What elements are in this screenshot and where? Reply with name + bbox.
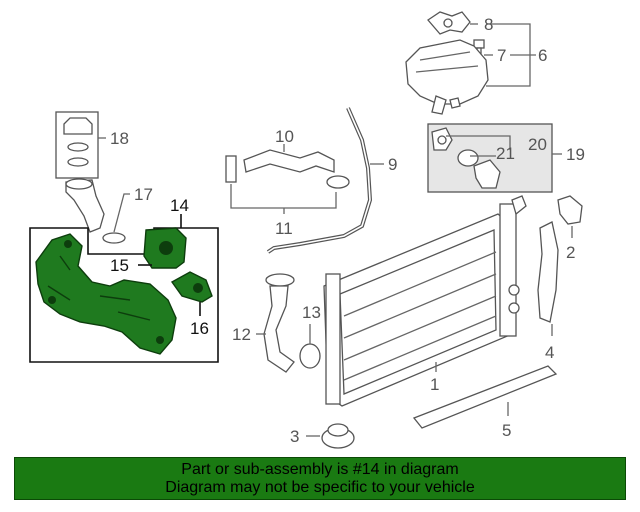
part-17-filler-neck[interactable]: [65, 178, 126, 244]
callout-21: 21: [496, 144, 515, 163]
callout-1: 1: [430, 375, 439, 394]
callout-4: 4: [545, 343, 554, 362]
part-18-cap[interactable]: [55, 111, 99, 179]
part-1-radiator[interactable]: [323, 195, 527, 407]
callout-12: 12: [232, 325, 251, 344]
callout-11: 11: [275, 219, 293, 238]
part-3-insulator[interactable]: [321, 423, 355, 449]
part-12-hose[interactable]: [263, 273, 295, 373]
callout-17: 17: [134, 185, 153, 204]
banner-line-2: Diagram may not be specific to your vehi…: [165, 478, 475, 496]
callout-20: 20: [528, 135, 547, 154]
bracket-11: [230, 184, 337, 214]
banner-line-1: Part or sub-assembly is #14 in diagram: [181, 460, 459, 478]
callout-7: 7: [497, 46, 506, 65]
callout-13: 13: [302, 303, 321, 322]
callout-19: 19: [566, 145, 585, 164]
callout-9: 9: [388, 155, 397, 174]
callout-10: 10: [275, 127, 294, 146]
parts-diagram: 8 7 6 18 17 10 11: [29, 11, 585, 449]
callout-15: 15: [110, 256, 129, 275]
part-2-insulator[interactable]: [557, 195, 583, 225]
part-21-thermostat[interactable]: [431, 127, 501, 189]
callout-6: 6: [538, 46, 547, 65]
callout-5: 5: [502, 421, 511, 440]
part-14-water-outlet-assembly[interactable]: [35, 227, 213, 355]
callout-2: 2: [566, 243, 575, 262]
leader-17: [113, 193, 130, 233]
part-9-tube[interactable]: [266, 107, 373, 254]
part-6-surge-tank[interactable]: [405, 39, 489, 115]
info-banner: Part or sub-assembly is #14 in diagram D…: [14, 457, 626, 500]
part-4-baffle[interactable]: [537, 221, 559, 323]
callout-18: 18: [110, 129, 129, 148]
callout-16: 16: [190, 319, 209, 338]
callout-14: 14: [170, 196, 189, 215]
leader-20-21: [446, 135, 511, 157]
part-13-clamp[interactable]: [299, 343, 321, 369]
callout-3: 3: [290, 427, 299, 446]
bracket-6: [486, 23, 536, 87]
part-8-gasket[interactable]: [427, 11, 471, 35]
part-10-hose[interactable]: [225, 149, 350, 189]
part-5-deflector[interactable]: [412, 365, 558, 429]
